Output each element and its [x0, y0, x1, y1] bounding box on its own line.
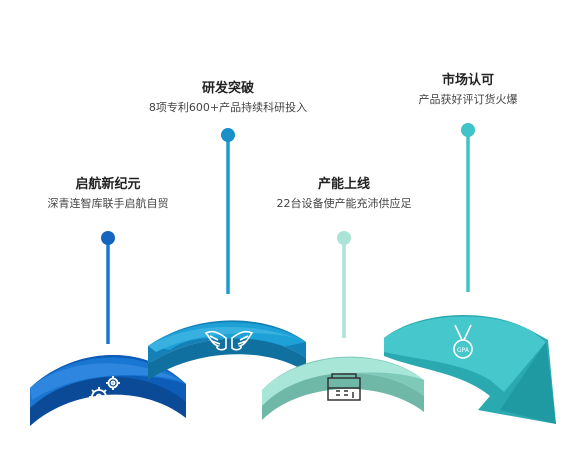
pin-3 — [337, 231, 351, 338]
milestone-4-subtitle: 产品获好评订货火爆 — [418, 93, 518, 106]
milestone-2: 研发突破 8项专利600+产品持续科研投入 — [149, 80, 307, 116]
wings-icon — [204, 330, 254, 351]
pin-1 — [101, 231, 115, 344]
milestone-1-subtitle: 深青连智库联手启航自贸 — [47, 197, 169, 210]
gears-icon — [89, 376, 120, 407]
milestone-2-title: 研发突破 — [201, 81, 254, 96]
milestone-3-title: 产能上线 — [317, 177, 370, 192]
medal-text: GPA — [457, 347, 470, 354]
factory-icon — [327, 373, 361, 401]
segment-1 — [30, 355, 186, 426]
milestone-1: 启航新纪元 深青连智库联手启航自贸 — [48, 176, 169, 212]
segment-4-arrow — [384, 315, 556, 424]
segment-2 — [148, 320, 306, 380]
milestone-3: 产能上线 22台设备使产能充沛供应足 — [277, 176, 412, 212]
pin-2 — [221, 128, 235, 294]
milestone-4-title: 市场认可 — [441, 73, 494, 88]
milestone-4: 市场认可 产品获好评订货火爆 — [419, 72, 518, 108]
milestone-1-title: 启航新纪元 — [75, 177, 141, 192]
segment-3 — [262, 356, 424, 420]
pin-4 — [461, 123, 475, 292]
medal-icon: GPA — [453, 324, 473, 359]
milestone-3-subtitle: 22台设备使产能充沛供应足 — [276, 197, 412, 210]
milestone-2-subtitle: 8项专利600+产品持续科研投入 — [148, 101, 308, 114]
